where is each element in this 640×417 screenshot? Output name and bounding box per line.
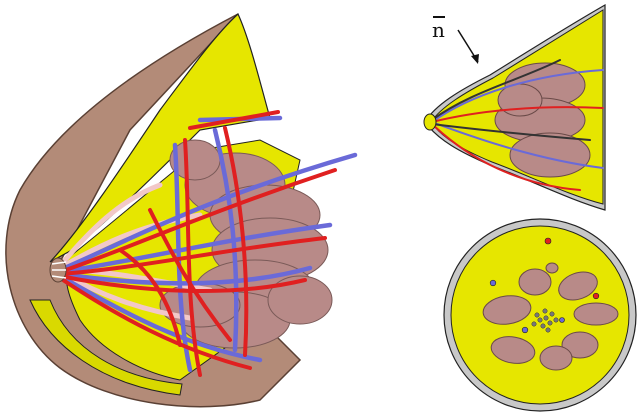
3d-cutaway-model [6,14,355,407]
normal-vector-label: n [432,16,445,40]
normal-vector-arrow [458,30,479,64]
sagittal-cross-section [424,5,605,210]
normal-vector-text: n [432,18,445,42]
coronal-cross-section [444,219,636,411]
nipple [50,258,66,282]
sagittal-nipple [424,114,436,130]
